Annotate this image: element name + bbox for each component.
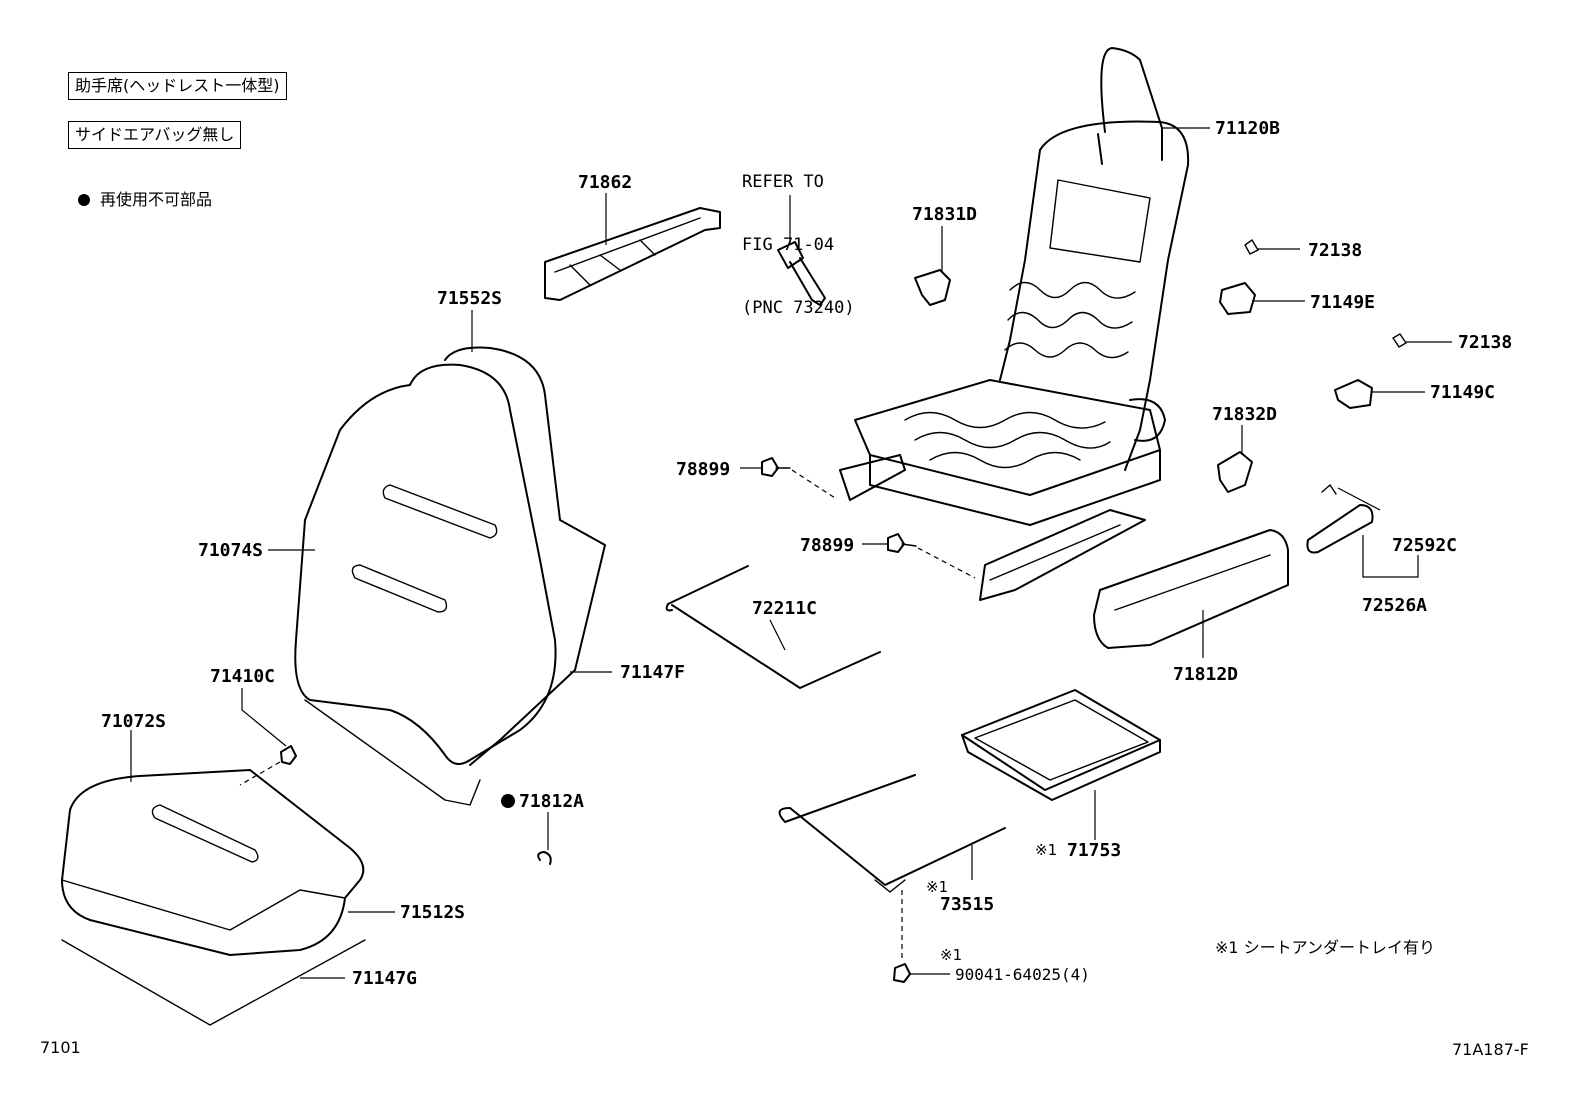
under-tray-71753 <box>961 689 1161 801</box>
non-reusable-dot-icon <box>78 194 90 206</box>
callout-73515: 73515 <box>940 894 994 915</box>
callout-71862: 71862 <box>578 172 632 193</box>
bolt-78899-upper <box>761 457 791 477</box>
refer-note: REFER TO FIG 71-04 (PNC 73240) <box>742 130 855 340</box>
wire-72211C <box>665 565 881 689</box>
part-71862 <box>544 207 721 301</box>
leader-72211C <box>769 619 786 651</box>
part-71149E <box>1219 282 1256 315</box>
callout-72211C: 72211C <box>752 598 817 619</box>
refer-line-2: FIG 71-04 <box>742 235 835 255</box>
part-71831D <box>914 269 951 306</box>
figure-number: 7101 <box>40 1038 81 1057</box>
part-71832D <box>1217 451 1253 493</box>
leader-72526A <box>1362 535 1419 578</box>
illustration-code: 71A187-F <box>1452 1040 1529 1059</box>
ring-71812A <box>537 851 552 865</box>
mark-73515: ※1 <box>926 878 948 896</box>
callout-72138-upper: 72138 <box>1308 240 1362 261</box>
seat-back-pad-71552S <box>444 346 606 766</box>
callout-72592C: 72592C <box>1392 535 1457 556</box>
refer-line-1: REFER TO <box>742 172 824 192</box>
leader-72592C <box>1337 487 1381 511</box>
seat-belt-buckle <box>777 241 826 306</box>
non-reusable-legend: 再使用不可部品 <box>78 190 212 210</box>
non-reusable-label: 再使用不可部品 <box>100 190 213 209</box>
clip-71410C <box>280 745 297 765</box>
bolt-90041 <box>893 963 911 983</box>
leader-71410C <box>241 688 287 747</box>
callout-71147G: 71147G <box>352 968 417 989</box>
callout-71074S: 71074S <box>198 540 263 561</box>
pad-71147G <box>61 939 366 1026</box>
callout-71552S: 71552S <box>437 288 502 309</box>
callout-71147F: 71147F <box>620 662 685 683</box>
callout-71812D: 71812D <box>1173 664 1238 685</box>
part-72592C-lever <box>1306 484 1374 554</box>
callout-72138-lower: 72138 <box>1458 332 1512 353</box>
callout-71072S: 71072S <box>101 711 166 732</box>
mark-90041: ※1 <box>940 946 962 964</box>
callout-71831D: 71831D <box>912 204 977 225</box>
callout-71149C: 71149C <box>1430 382 1495 403</box>
seat-type-note: 助手席(ヘッドレスト一体型) <box>68 72 287 100</box>
airbag-note: サイドエアバッグ無し <box>68 121 242 149</box>
callout-71120B: 71120B <box>1215 118 1280 139</box>
callout-71512S: 71512S <box>400 902 465 923</box>
callout-71812A: 71812A <box>519 791 584 812</box>
callout-72526A: 72526A <box>1362 595 1427 616</box>
bolt-78899-lower <box>887 533 917 553</box>
footnote: ※1 シートアンダートレイ有り <box>1215 938 1436 957</box>
seat-back-cover-71074S <box>294 363 557 806</box>
refer-line-3: (PNC 73240) <box>742 298 855 318</box>
rod-73515 <box>778 774 1006 893</box>
callout-78899-lower: 78899 <box>800 535 854 556</box>
part-72138-lower <box>1392 333 1407 348</box>
callout-71410C: 71410C <box>210 666 275 687</box>
dash-78899-lower <box>917 547 976 579</box>
seat-cushion-cover-71072S <box>61 769 365 956</box>
mark-71753: ※1 <box>1035 841 1057 859</box>
part-71149C <box>1334 379 1373 409</box>
callout-90041: 90041-64025(4) <box>955 965 1090 984</box>
side-shield-71812D <box>1093 529 1289 649</box>
dash-78899-upper <box>791 469 836 499</box>
part-72138-upper <box>1244 239 1259 255</box>
non-reusable-mark-71812A <box>501 794 515 808</box>
callout-71149E: 71149E <box>1310 292 1375 313</box>
callout-78899-upper: 78899 <box>676 459 730 480</box>
dash-71410C <box>239 761 281 786</box>
seat-frame-71120B <box>839 47 1190 601</box>
callout-71832D: 71832D <box>1212 404 1277 425</box>
callout-71753: 71753 <box>1067 840 1121 861</box>
